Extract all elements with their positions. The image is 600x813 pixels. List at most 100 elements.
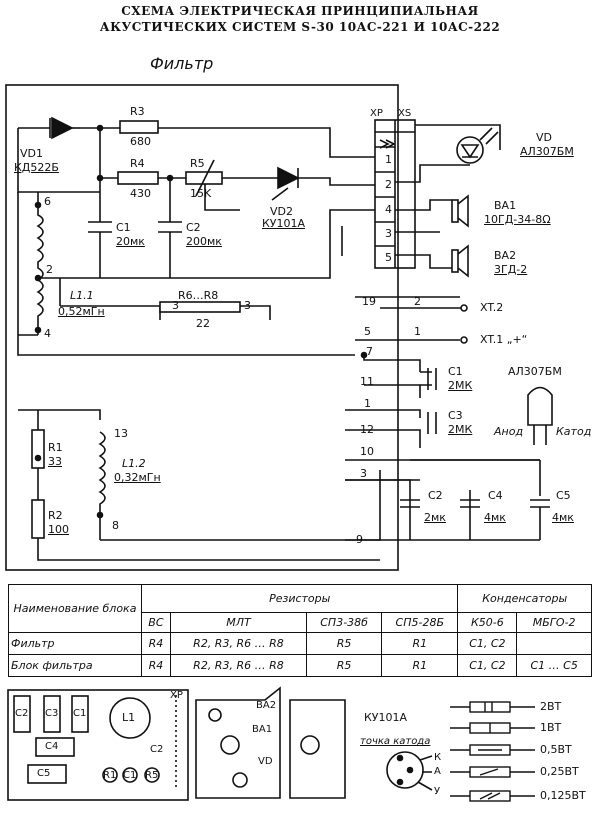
c5-value: 4мк <box>552 511 574 524</box>
c1b-symbol <box>420 368 437 390</box>
connector-xs: XS <box>398 108 412 119</box>
c2b-symbol <box>400 490 420 540</box>
table-cell: R2, R3, R6 … R8 <box>169 632 308 655</box>
r6r8-symbol <box>159 301 241 313</box>
c1b-value: 2МК <box>448 379 473 392</box>
node-3c: 3 <box>360 467 367 480</box>
r3-symbol <box>119 120 159 134</box>
board-r1: R1 <box>103 770 117 781</box>
table-cell <box>516 632 592 655</box>
led-part-name: АЛ307БМ <box>508 365 562 378</box>
node-8: 8 <box>112 519 119 532</box>
table-sub-k50: К50-6 <box>457 612 518 633</box>
board-c2: C2 <box>15 708 29 719</box>
vd2-name: VD2 <box>270 205 293 218</box>
c1-name: C1 <box>116 221 131 234</box>
c2b-name: C2 <box>428 489 443 502</box>
table-cell: Блок фильтра <box>8 654 142 677</box>
r4-name: R4 <box>130 157 145 170</box>
led-anode: Анод <box>494 425 524 438</box>
table-row: Блок фильтра R4 R2, R3, R6 … R8 R5 R1 C1… <box>8 654 592 677</box>
vd2-part: КУ101А <box>262 217 306 230</box>
board-c4: C4 <box>45 741 59 752</box>
node-1b: 1 <box>364 397 371 410</box>
legend-0125w: 0,125ВТ <box>540 789 586 802</box>
node-7: 7 <box>366 345 373 358</box>
connector-pin-1: 1 <box>385 153 392 166</box>
table-cell: R1 <box>381 654 459 677</box>
xt2-label: XT.2 <box>480 301 504 314</box>
legend-2w: 2ВТ <box>540 700 562 713</box>
board-c5: C5 <box>37 768 51 779</box>
node-10: 10 <box>360 445 374 458</box>
vd-name: VD <box>536 131 552 144</box>
c2b-value: 2мк <box>424 511 446 524</box>
board-outline <box>7 689 189 801</box>
r3-name: R3 <box>130 105 145 118</box>
node-19: 19 <box>362 295 376 308</box>
table-sub-mlt: МЛТ <box>169 612 308 633</box>
c4-symbol <box>460 490 480 540</box>
board-xp: XP <box>170 690 183 701</box>
r2-value: 100 <box>48 523 69 536</box>
xt1-label: XT.1 „+“ <box>480 333 528 346</box>
parts-table: Наименование блока Резисторы Конденсатор… <box>8 584 592 677</box>
table-cell: R2, R3, R6 … R8 <box>169 654 308 677</box>
ba1-part: 10ГД-34-8Ω <box>484 213 551 226</box>
r5-arrow <box>195 159 215 197</box>
l11-name: L1.1 <box>70 289 94 302</box>
node-1: 1 <box>414 325 421 338</box>
c4-name: C4 <box>488 489 503 502</box>
connector-pin-4: 4 <box>385 203 392 216</box>
table-cell: R4 <box>141 632 171 655</box>
r1-name: R1 <box>48 441 63 454</box>
r2-symbol <box>31 499 45 539</box>
r3-value: 680 <box>130 135 151 148</box>
r5-value: 15K <box>190 187 212 200</box>
led-cathode: Катод <box>556 425 592 438</box>
ba1-speaker <box>451 199 459 223</box>
node-12: 12 <box>360 423 374 436</box>
table-cell: R5 <box>306 632 383 655</box>
node-4: 4 <box>44 327 51 340</box>
filter-frame <box>5 84 399 571</box>
table-sub-sp5: СП5-28Б <box>381 612 459 633</box>
board-c3: C3 <box>45 708 59 719</box>
node-3: 3 <box>172 299 179 312</box>
connector-pin-5: 5 <box>385 251 392 264</box>
c3-value: 2МК <box>448 423 473 436</box>
c2-value: 200мк <box>186 235 222 248</box>
c2-name: C2 <box>186 221 201 234</box>
r4-value: 430 <box>130 187 151 200</box>
vd1-symbol <box>49 116 74 140</box>
ku101a-a: А <box>434 766 441 777</box>
legend-025w: 0,25ВТ <box>540 765 579 778</box>
vd2-symbol <box>277 166 300 190</box>
left-bus-vd1 <box>17 128 100 193</box>
c1b-name: C1 <box>448 365 463 378</box>
node-2b: 2 <box>414 295 421 308</box>
ba2-part: 3ГД-2 <box>494 263 528 276</box>
l12-name: L1.2 <box>122 457 146 470</box>
vd-wire <box>415 124 501 150</box>
r4-symbol <box>117 171 159 185</box>
connector-pin-3: 3 <box>385 227 392 240</box>
table-header-block: Наименование блока <box>8 584 142 633</box>
table-cell: C1 … C5 <box>516 654 592 677</box>
node-5: 5 <box>364 325 371 338</box>
diagram-title-line2: АКУСТИЧЕСКИХ СИСТЕМ S-30 10АС-221 И 10АС… <box>99 20 501 34</box>
ba2-speaker <box>451 249 459 273</box>
r2-name: R2 <box>48 509 63 522</box>
power-legend <box>450 701 535 802</box>
ku101a-k: К <box>434 752 442 763</box>
box-ba2: BA2 <box>256 700 277 711</box>
table-sub-mbgo: МБГО-2 <box>516 612 592 633</box>
ku101a-pin-view <box>386 751 424 789</box>
filter-label: Фильтр <box>150 54 214 73</box>
c3-symbol <box>427 412 437 434</box>
table-cell: R4 <box>141 654 171 677</box>
ku101a-u: У <box>434 786 441 797</box>
c1-symbol <box>88 178 112 278</box>
legend-05w: 0,5ВТ <box>540 743 572 756</box>
